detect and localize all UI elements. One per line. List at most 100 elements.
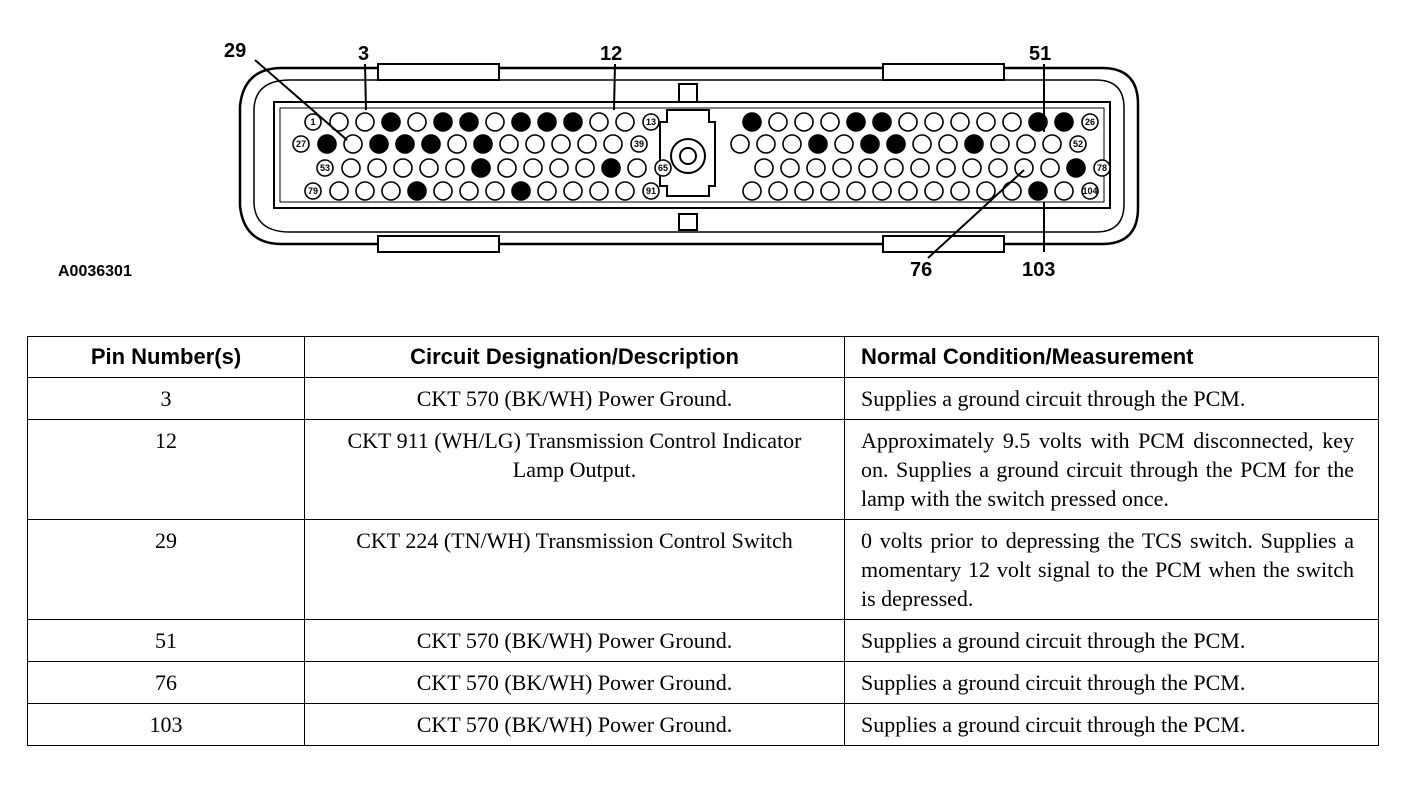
connector-pin: [860, 134, 880, 154]
header-circuit-description: Circuit Designation/Description: [304, 336, 845, 378]
pin-table: Pin Number(s) Circuit Designation/Descri…: [27, 336, 1379, 746]
connector-pin: [938, 134, 958, 154]
pin-number-label: 53: [320, 163, 330, 173]
connector-pin: [369, 134, 389, 154]
connector-pin: [537, 181, 557, 201]
connector-pin: [780, 158, 800, 178]
connector-pin: [499, 134, 519, 154]
pin-number-cell: 3: [27, 377, 305, 420]
connector-pin: [806, 158, 826, 178]
pin-number-label: 79: [308, 186, 318, 196]
connector-pin: [964, 134, 984, 154]
connector-pin: [936, 158, 956, 178]
connector-pin: [577, 134, 597, 154]
connector-pin: [1016, 134, 1036, 154]
connector-pin: [1002, 112, 1022, 132]
housing-tab-bottom-left: [377, 235, 500, 253]
connector-pin: [910, 158, 930, 178]
connector-pin: [459, 181, 479, 201]
connector-pin: [756, 134, 776, 154]
connector-pin: [898, 181, 918, 201]
connector-pin: [367, 158, 387, 178]
housing-tab-top-right: [882, 63, 1005, 81]
connector-pin: [355, 112, 375, 132]
circuit-cell: CKT 911 (WH/LG) Transmission Control Ind…: [304, 419, 845, 520]
pin-number-label: 52: [1073, 139, 1083, 149]
connector-pin: [872, 181, 892, 201]
pin-number-label-ring: [1069, 135, 1087, 153]
connector-pin: [950, 181, 970, 201]
connector-pin: [329, 181, 349, 201]
connector-pin: [846, 181, 866, 201]
connector-pin: [601, 158, 621, 178]
connector-pin: [886, 134, 906, 154]
callout-label-103: 103: [1022, 259, 1055, 281]
connector-pin: [525, 134, 545, 154]
connector-pin: [794, 181, 814, 201]
connector-pin: [471, 158, 491, 178]
connector-pin: [794, 112, 814, 132]
header-pin-numbers: Pin Number(s): [27, 336, 305, 378]
pin-number-label-ring: [1081, 182, 1099, 200]
connector-pin: [615, 112, 635, 132]
table-row: 12 CKT 911 (WH/LG) Transmission Control …: [27, 419, 1379, 520]
connector-pin: [976, 112, 996, 132]
pin-cavity-area-inner: [279, 107, 1105, 203]
connector-pin: [1054, 181, 1074, 201]
condition-cell: Approximately 9.5 volts with PCM disconn…: [844, 419, 1379, 520]
connector-pin: [742, 112, 762, 132]
connector-pin: [603, 134, 623, 154]
connector-pin: [343, 134, 363, 154]
pin-number-label: 65: [658, 163, 668, 173]
connector-pin: [341, 158, 361, 178]
connector-pin: [990, 134, 1010, 154]
connector-pin: [962, 158, 982, 178]
pin-number-label: 27: [296, 139, 306, 149]
connector-housing-inner: [253, 79, 1125, 233]
header-normal-condition: Normal Condition/Measurement: [844, 336, 1379, 378]
connector-pin: [589, 181, 609, 201]
connector-pin: [768, 112, 788, 132]
connector-pin: [511, 112, 531, 132]
connector-pin: [1066, 158, 1086, 178]
table-row: 51 CKT 570 (BK/WH) Power Ground. Supplie…: [27, 619, 1379, 662]
connector-pin: [988, 158, 1008, 178]
callout-leader-3: [364, 63, 367, 111]
connector-pin: [511, 181, 531, 201]
callout-leader-76: [927, 169, 1025, 259]
pin-number-cell: 12: [27, 419, 305, 520]
connector-pin: [768, 181, 788, 201]
connector-pin: [924, 112, 944, 132]
table-row: 3 CKT 570 (BK/WH) Power Ground. Supplies…: [27, 377, 1379, 420]
connector-pin: [485, 112, 505, 132]
condition-cell: Supplies a ground circuit through the PC…: [844, 619, 1379, 662]
connector-pin: [1040, 158, 1060, 178]
pin-number-label: 91: [646, 186, 656, 196]
pin-number-label: 26: [1085, 117, 1095, 127]
pin-number-label-ring: [1081, 113, 1099, 131]
connector-pin: [419, 158, 439, 178]
connector-pin: [317, 134, 337, 154]
pin-number-label-ring: [642, 113, 660, 131]
housing-key-bottom: [678, 213, 698, 231]
connector-pin: [1028, 181, 1048, 201]
condition-cell: Supplies a ground circuit through the PC…: [844, 661, 1379, 704]
connector-pin: [395, 134, 415, 154]
condition-cell: Supplies a ground circuit through the PC…: [844, 703, 1379, 746]
connector-pin: [627, 158, 647, 178]
pin-number-label-ring: [642, 182, 660, 200]
connector-pin: [1028, 112, 1048, 132]
connector-pin: [1014, 158, 1034, 178]
connector-pin: [329, 112, 349, 132]
condition-cell: 0 volts prior to depressing the TCS swit…: [844, 519, 1379, 620]
connector-pin: [485, 181, 505, 201]
connector-pin: [950, 112, 970, 132]
pin-number-label-ring: [304, 182, 322, 200]
center-bolt-inner: [679, 147, 697, 165]
connector-pin: [1042, 134, 1062, 154]
connector-pin: [615, 181, 635, 201]
connector-pin: [1002, 181, 1022, 201]
connector-pin: [497, 158, 517, 178]
